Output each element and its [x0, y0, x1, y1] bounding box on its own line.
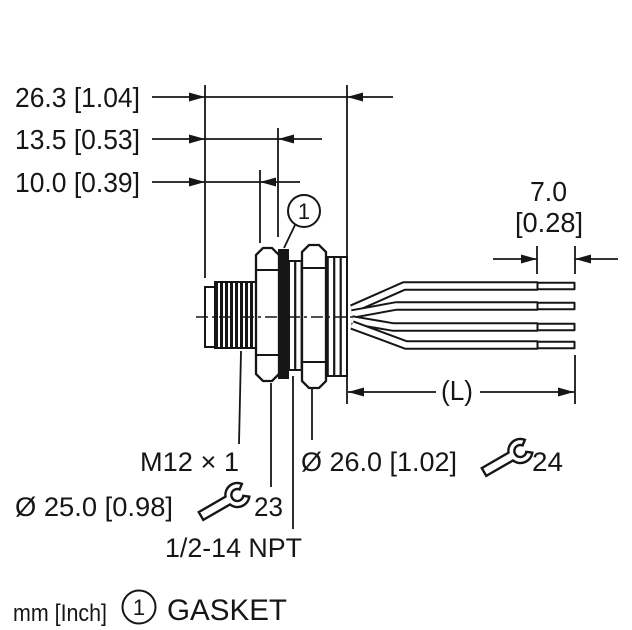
legend-callout-number: 1: [133, 595, 145, 620]
label-leader-lines: [238, 350, 313, 529]
arrowhead: [558, 387, 574, 397]
front-diameter-label: Ø 25.0 [0.98]: [15, 492, 173, 522]
callout-leader-line: [283, 222, 297, 249]
dimension-thread-length: 10.0 [0.39]: [15, 167, 300, 198]
dimension-to-gasket: 13.5 [0.53]: [15, 124, 322, 155]
wire-leads: [350, 281, 576, 350]
wire-1: [350, 281, 538, 314]
dimension-overall-label: 26.3 [1.04]: [15, 82, 140, 113]
dimension-thread-length-label: 10.0 [0.39]: [15, 167, 140, 198]
wire-3: [351, 315, 538, 332]
callout-circle: [287, 194, 321, 228]
dimension-lead-length: (L): [348, 375, 574, 406]
m12-thread-section: [214, 281, 257, 349]
dimension-overall: 26.3 [1.04]: [15, 82, 393, 113]
gasket-callout: 1: [283, 194, 321, 249]
dimension-strip-inch-label: [0.28]: [515, 207, 583, 238]
back-wrench-size-label: 24: [532, 447, 563, 477]
legend-callout-circle: [121, 589, 157, 625]
dimension-strip-length: 7.0 [0.28]: [493, 176, 618, 264]
wire-4-stripped-tip: [536, 340, 576, 350]
wrench-icon: [476, 434, 536, 484]
mount-thread-label: 1/2-14 NPT: [165, 533, 302, 563]
labels: M12 × 1 Ø 25.0 [0.98] 23 1/2-14 NPT Ø 26…: [15, 434, 563, 563]
dimension-strip-mm-label: 7.0: [530, 176, 567, 207]
front-wrench-size-label: 23: [254, 492, 283, 522]
wrench-icon: [193, 478, 253, 528]
gasket: [278, 249, 289, 379]
wire-2: [351, 301, 538, 319]
footer-legend: mm [Inch] 1 GASKET: [13, 589, 287, 627]
arrowhead: [348, 387, 364, 397]
npt-thread-section: [288, 260, 303, 371]
legend-gasket-text: GASKET: [167, 594, 287, 627]
wire-2-stripped-tip: [536, 301, 576, 311]
arrowhead: [189, 92, 205, 102]
front-thread-label: M12 × 1: [140, 447, 239, 477]
connector-body: [204, 243, 348, 390]
arrowhead: [189, 177, 205, 187]
arrowhead: [521, 254, 537, 264]
callout-number: 1: [298, 199, 310, 224]
leader-m12-thread: [238, 350, 242, 445]
back-diameter-label: Ø 26.0 [1.02]: [301, 447, 457, 477]
wire-3-stripped-tip: [536, 322, 576, 332]
wire-1-stripped-tip: [536, 281, 576, 291]
dimension-to-gasket-label: 13.5 [0.53]: [15, 124, 140, 155]
arrowhead: [189, 134, 205, 144]
wire-4: [350, 320, 538, 350]
arrowhead: [575, 254, 591, 264]
dimension-lead-label: (L): [441, 375, 473, 406]
units-note: mm [Inch]: [13, 600, 107, 627]
front-hex-nut: [254, 246, 281, 383]
